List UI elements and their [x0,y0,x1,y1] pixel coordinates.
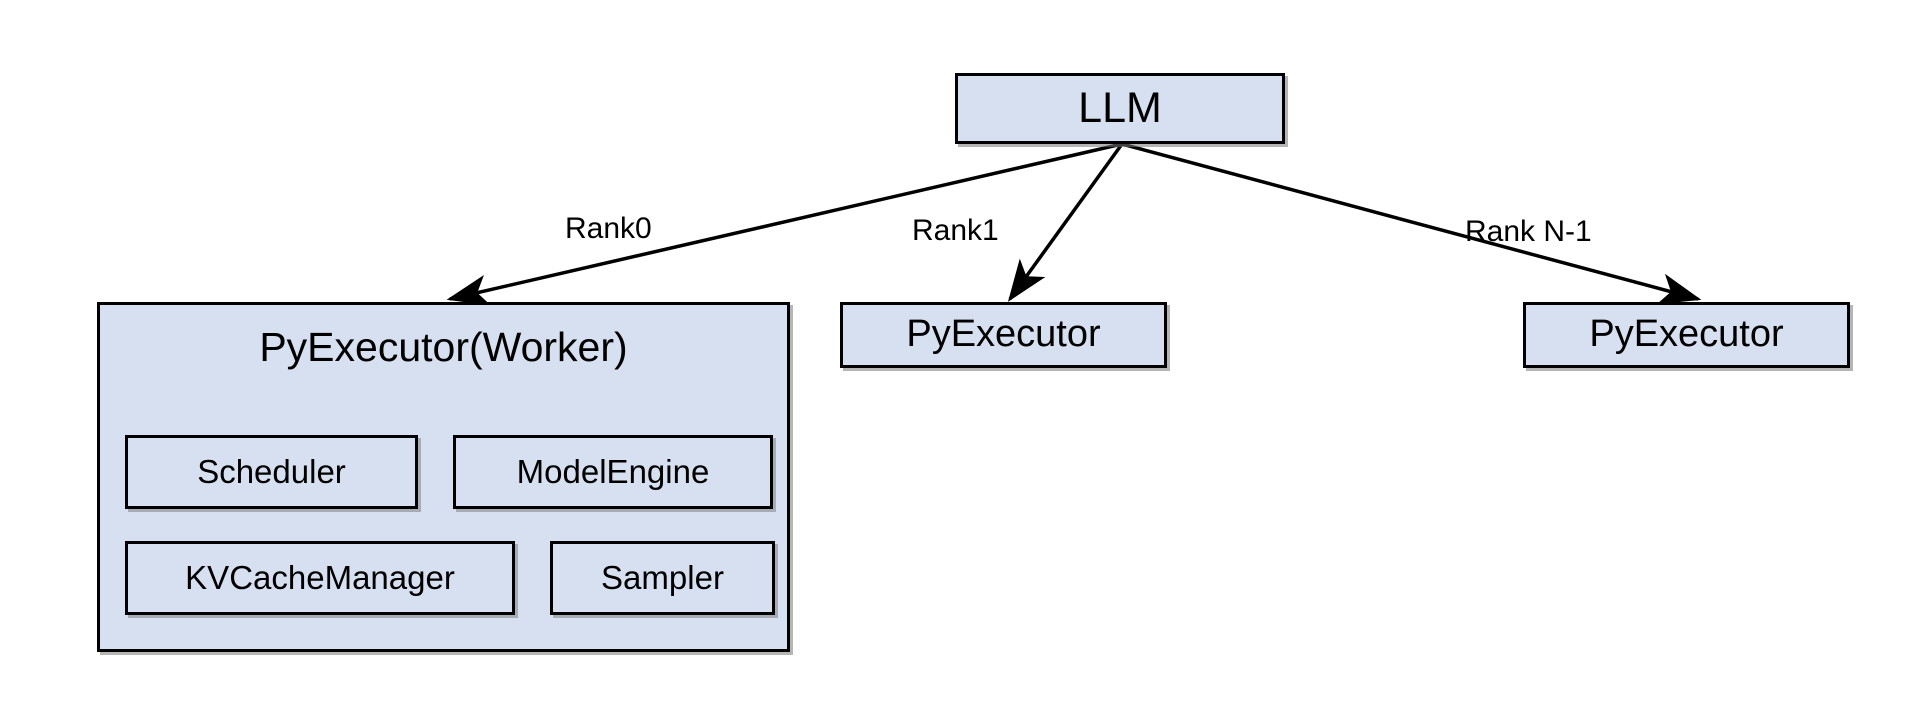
node-pyexecutor-rank1-label: PyExecutor [906,313,1101,356]
edge-label-rank-n-1: Rank N-1 [1465,215,1592,248]
node-scheduler-label: Scheduler [197,452,346,490]
node-scheduler[interactable]: Scheduler [125,435,418,509]
node-pyexecutor-worker-label: PyExecutor(Worker) [259,324,628,370]
node-sampler[interactable]: Sampler [550,541,775,615]
node-pyexecutor-worker[interactable]: PyExecutor(Worker) Scheduler ModelEngine… [97,302,790,652]
node-llm[interactable]: LLM [955,73,1285,144]
edge-label-rank1: Rank1 [912,214,999,247]
node-pyexecutor-rankn-label: PyExecutor [1589,313,1784,356]
node-pyexecutor-rank1[interactable]: PyExecutor [840,302,1167,368]
node-kv-cache-manager-label: KVCacheManager [185,558,455,596]
node-pyexecutor-rankn[interactable]: PyExecutor [1523,302,1850,368]
node-kv-cache-manager[interactable]: KVCacheManager [125,541,515,615]
edge-llm-to-worker [446,142,1123,306]
edge-llm-to-rank1 [1007,142,1124,302]
edge-label-rank0: Rank0 [565,212,652,245]
node-model-engine[interactable]: ModelEngine [453,435,773,509]
node-model-engine-label: ModelEngine [516,452,710,490]
edge-llm-to-rankn [1121,142,1702,305]
node-llm-label: LLM [1078,83,1162,132]
node-sampler-label: Sampler [601,558,724,596]
